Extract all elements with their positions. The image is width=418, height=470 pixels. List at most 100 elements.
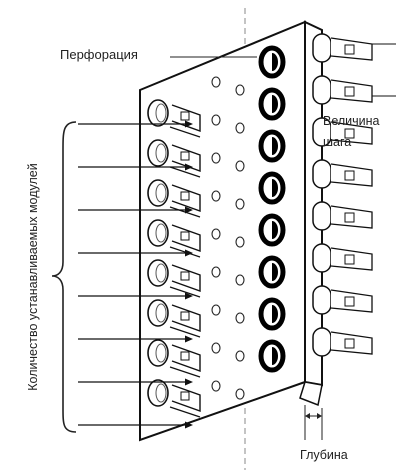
left-module-square-slot [180, 351, 190, 361]
left-module-square-slot [180, 231, 190, 241]
small-hole [211, 228, 221, 240]
left-module-round-hole [147, 379, 169, 407]
small-hole [235, 274, 245, 286]
pointer-arrowhead [185, 421, 193, 429]
right-module [312, 285, 373, 315]
perforation-hole [258, 339, 286, 373]
perforation-hole [258, 171, 286, 205]
perforation-hole [258, 255, 286, 289]
left-module [147, 339, 201, 378]
left-module-round-hole [147, 139, 169, 167]
perforation-hole-shade [272, 53, 278, 71]
left-module-inner-ring [155, 103, 167, 123]
left-module-square-slot [180, 191, 190, 201]
perforation-hole-shade [272, 221, 278, 239]
right-module-oval [312, 75, 332, 105]
right-module-square-slot [344, 44, 355, 55]
left-module [147, 299, 201, 338]
small-hole [235, 236, 245, 248]
small-hole [235, 122, 245, 134]
small-hole [235, 160, 245, 172]
left-module-square-slot [180, 311, 190, 321]
right-module [312, 75, 373, 105]
left-module-inner-ring [155, 143, 167, 163]
right-module-square-slot [344, 296, 355, 307]
perforation-hole-shade [272, 347, 278, 365]
left-module-lower-edge [169, 286, 201, 298]
left-modules-group [147, 99, 201, 418]
left-module [147, 219, 201, 258]
pointer-arrows-group [78, 120, 193, 429]
perforation-holes-group [258, 45, 286, 373]
small-hole [235, 84, 245, 96]
left-module-inner-ring [155, 223, 167, 243]
left-module [147, 99, 201, 138]
perforation-hole-shade [272, 137, 278, 155]
small-hole [235, 388, 245, 400]
right-module [312, 243, 373, 273]
left-module-inner-ring [155, 183, 167, 203]
small-hole [211, 76, 221, 88]
left-module-lower-edge [169, 126, 201, 138]
right-module-square-slot [344, 128, 355, 139]
perforation-hole [258, 297, 286, 331]
small-hole [235, 312, 245, 324]
right-module [312, 201, 373, 231]
perforation-hole [258, 213, 286, 247]
left-module-inner-ring [155, 383, 167, 403]
perforation-hole-shade [272, 95, 278, 113]
left-module-square-slot [180, 151, 190, 161]
perforation-label: Перфорация [60, 47, 138, 62]
right-module-square-slot [344, 338, 355, 349]
left-module-square-slot [180, 271, 190, 281]
left-module-round-hole [147, 99, 169, 127]
left-module-round-hole [147, 219, 169, 247]
left-module-round-hole [147, 339, 169, 367]
left-module-inner-ring [155, 303, 167, 323]
perforation-hole-shade [272, 263, 278, 281]
small-hole [211, 114, 221, 126]
step-size-label-line1: Величина [323, 114, 380, 128]
pointer-arrowhead [185, 378, 193, 386]
left-module-lower-edge [169, 406, 201, 418]
small-hole [235, 350, 245, 362]
pointer-arrowhead [185, 249, 193, 257]
pointer-arrowhead [185, 206, 193, 214]
small-hole [211, 266, 221, 278]
left-module-lower-edge [169, 166, 201, 178]
perforation-hole-shade [272, 305, 278, 323]
right-module-oval [312, 243, 332, 273]
perforation-hole [258, 45, 286, 79]
left-module-lower-edge [169, 326, 201, 338]
right-module [312, 159, 373, 189]
right-module-oval [312, 201, 332, 231]
pointer-arrowhead [185, 292, 193, 300]
right-module-oval [312, 285, 332, 315]
right-module [312, 327, 373, 357]
small-hole [235, 198, 245, 210]
left-module [147, 139, 201, 178]
left-module-inner-ring [155, 263, 167, 283]
small-hole [211, 152, 221, 164]
right-module [312, 33, 373, 63]
perforation-hole [258, 129, 286, 163]
right-modules-group [312, 33, 396, 357]
left-module-round-hole [147, 299, 169, 327]
right-module-oval [312, 327, 332, 357]
left-module-round-hole [147, 179, 169, 207]
right-module-oval [312, 33, 332, 63]
depth-label: Глубина [300, 448, 348, 462]
profile-bottom-flange [299, 381, 323, 407]
small-hole [211, 304, 221, 316]
right-module-square-slot [344, 170, 355, 181]
pointer-arrowhead [185, 163, 193, 171]
perforation-hole-shade [272, 179, 278, 197]
depth-arrowhead-left [305, 413, 310, 419]
right-module-square-slot [344, 212, 355, 223]
left-module [147, 179, 201, 218]
module-count-label: Количество устанавливаемых модулей [26, 163, 40, 390]
left-module-square-slot [180, 391, 190, 401]
left-module-square-slot [180, 111, 190, 121]
left-module [147, 259, 201, 298]
